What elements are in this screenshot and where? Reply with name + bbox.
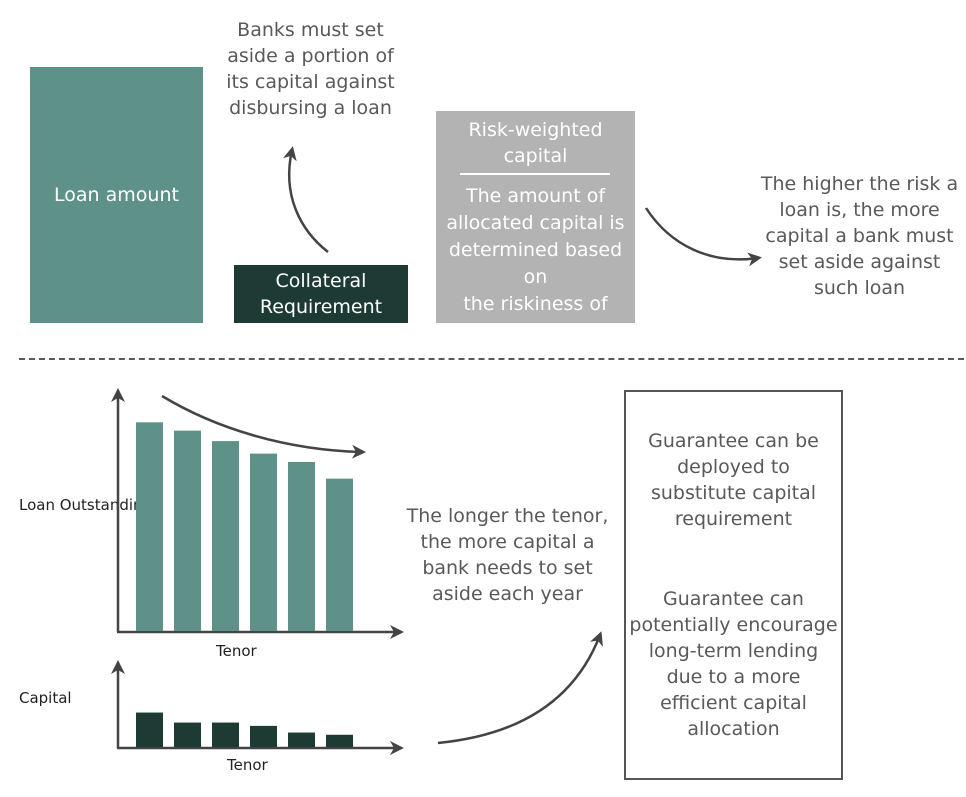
risk-box-to-note-arrow xyxy=(644,207,762,267)
capital-note: Banks must set aside a portion of its ca… xyxy=(218,17,403,121)
loan-bar xyxy=(288,461,315,631)
loan-bar xyxy=(250,453,277,631)
collateral-to-capital-arrow xyxy=(283,146,329,253)
loan-bar xyxy=(174,430,201,631)
collateral-requirement-label: Collateral Requirement xyxy=(260,268,382,320)
guarantee-note-line: substitute capital xyxy=(650,482,817,504)
guarantee-note-substitute: Guarantee can be deployed to substitute … xyxy=(626,428,841,532)
capital-to-guarantee-arrow xyxy=(437,631,603,745)
loan-outstanding-bars xyxy=(136,422,353,631)
tenor-note-line: the more capital a xyxy=(420,531,595,553)
risk-body-line: the riskiness of xyxy=(463,293,608,315)
risk-note: The higher the risk a loan is, the more … xyxy=(752,171,966,301)
risk-note-line: loan is, the more xyxy=(779,199,940,221)
capital-bars xyxy=(136,712,353,747)
guarantee-note-line: Guarantee can be xyxy=(648,430,819,452)
guarantee-note-line: allocation xyxy=(687,718,780,740)
capital-bar xyxy=(136,712,163,747)
risk-weighted-capital-box: Risk-weighted capital The amount of allo… xyxy=(436,111,635,342)
risk-title-line: Risk-weighted xyxy=(468,119,603,141)
capital-bar xyxy=(288,732,315,747)
tenor-note: The longer the tenor, the more capital a… xyxy=(400,503,615,607)
section-divider xyxy=(19,358,964,360)
risk-body-line: allocated capital is xyxy=(446,212,625,234)
risk-note-line: such loan xyxy=(813,277,906,299)
capital-bar xyxy=(250,725,277,747)
risk-body-line: determined based on xyxy=(448,239,623,288)
guarantee-note-line: due to a more xyxy=(666,666,801,688)
loan-bar xyxy=(326,478,353,631)
tenor-note-line: The longer the tenor, xyxy=(406,505,609,527)
tenor-note-line: bank needs to set xyxy=(422,557,593,579)
collateral-label-line: Collateral xyxy=(275,270,367,292)
risk-note-line: set aside against xyxy=(778,251,941,273)
loan-chart-xlabel: Tenor xyxy=(216,642,257,660)
loan-amount-box: Loan amount xyxy=(30,67,203,323)
guarantee-note-line: efficient capital xyxy=(660,692,807,714)
guarantee-note-line: potentially encourage xyxy=(629,614,838,636)
risk-weighted-capital-title: Risk-weighted capital xyxy=(436,117,635,169)
risk-note-line: capital a bank must xyxy=(765,225,954,247)
capital-note-line: aside a portion of xyxy=(227,45,394,67)
risk-note-line: The higher the risk a xyxy=(760,173,959,195)
capital-chart-ylabel: Capital xyxy=(19,689,72,707)
risk-weighted-capital-description: The amount of allocated capital is deter… xyxy=(436,183,635,345)
capital-bar xyxy=(326,734,353,747)
capital-note-line: disbursing a loan xyxy=(229,97,392,119)
collateral-label-line: Requirement xyxy=(259,296,383,318)
risk-box-divider xyxy=(460,173,610,175)
guarantee-note-line: deployed to xyxy=(677,456,790,478)
guarantee-note-line: requirement xyxy=(674,508,793,530)
capital-chart-xlabel: Tenor xyxy=(227,756,268,774)
loan-bar xyxy=(212,441,239,631)
risk-body-line: The amount of xyxy=(465,185,606,207)
capital-note-line: Banks must set xyxy=(237,19,384,41)
capital-bar xyxy=(174,722,201,747)
capital-bar xyxy=(212,722,239,747)
collateral-requirement-box: Collateral Requirement xyxy=(234,265,408,323)
loan-decline-arrow xyxy=(161,394,366,459)
guarantee-note-long-term: Guarantee can potentially encourage long… xyxy=(626,586,841,742)
guarantee-note-line: long-term lending xyxy=(648,640,819,662)
risk-title-line: capital xyxy=(503,145,568,167)
tenor-note-line: aside each year xyxy=(432,583,583,605)
risk-body-line: assets xyxy=(505,320,566,342)
capital-note-line: its capital against xyxy=(226,71,395,93)
loan-amount-label: Loan amount xyxy=(54,184,179,206)
guarantee-box xyxy=(624,390,843,780)
loan-bar xyxy=(136,422,163,631)
guarantee-note-line: Guarantee can xyxy=(663,588,804,610)
